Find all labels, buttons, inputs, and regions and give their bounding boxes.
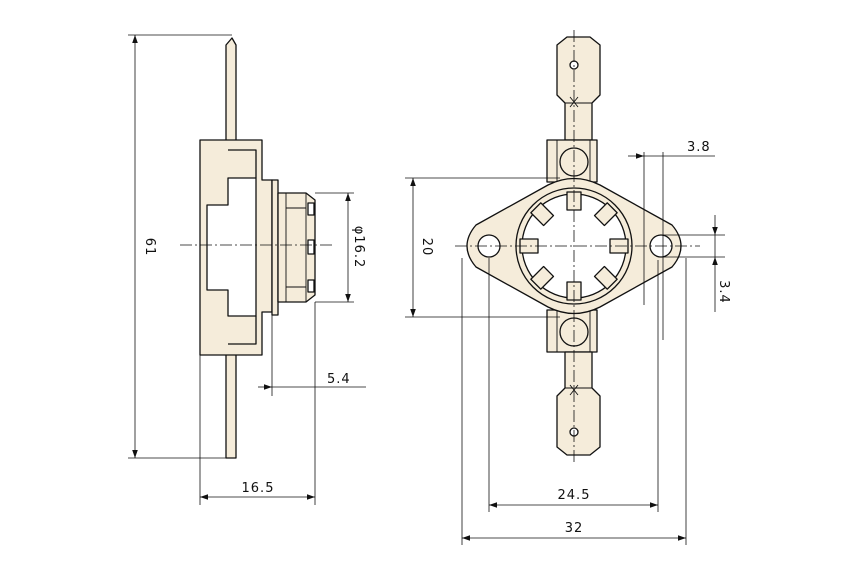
dimension-body-height: 20	[419, 238, 434, 257]
side-dimensions: 61 φ16.2 5.4 16.5	[128, 34, 366, 505]
dimension-terminal-offset: 3.8	[687, 140, 711, 155]
dimension-hole-pitch: 24.5	[558, 488, 591, 503]
dimension-flange-width: 32	[565, 521, 584, 536]
front-dimensions: 20 3.8 3.4 24.5 32	[405, 140, 731, 545]
dimension-height-total: 61	[142, 238, 157, 257]
dimension-hole-diameter: 3.4	[716, 280, 731, 304]
side-disc	[271, 179, 279, 316]
dimension-diameter: φ16.2	[351, 226, 366, 269]
dimension-thickness: 5.4	[327, 372, 351, 387]
bottom-terminal	[556, 351, 601, 456]
top-terminal	[556, 36, 601, 141]
front-view	[455, 30, 700, 465]
side-view	[180, 37, 335, 459]
dimension-depth: 16.5	[242, 481, 275, 496]
